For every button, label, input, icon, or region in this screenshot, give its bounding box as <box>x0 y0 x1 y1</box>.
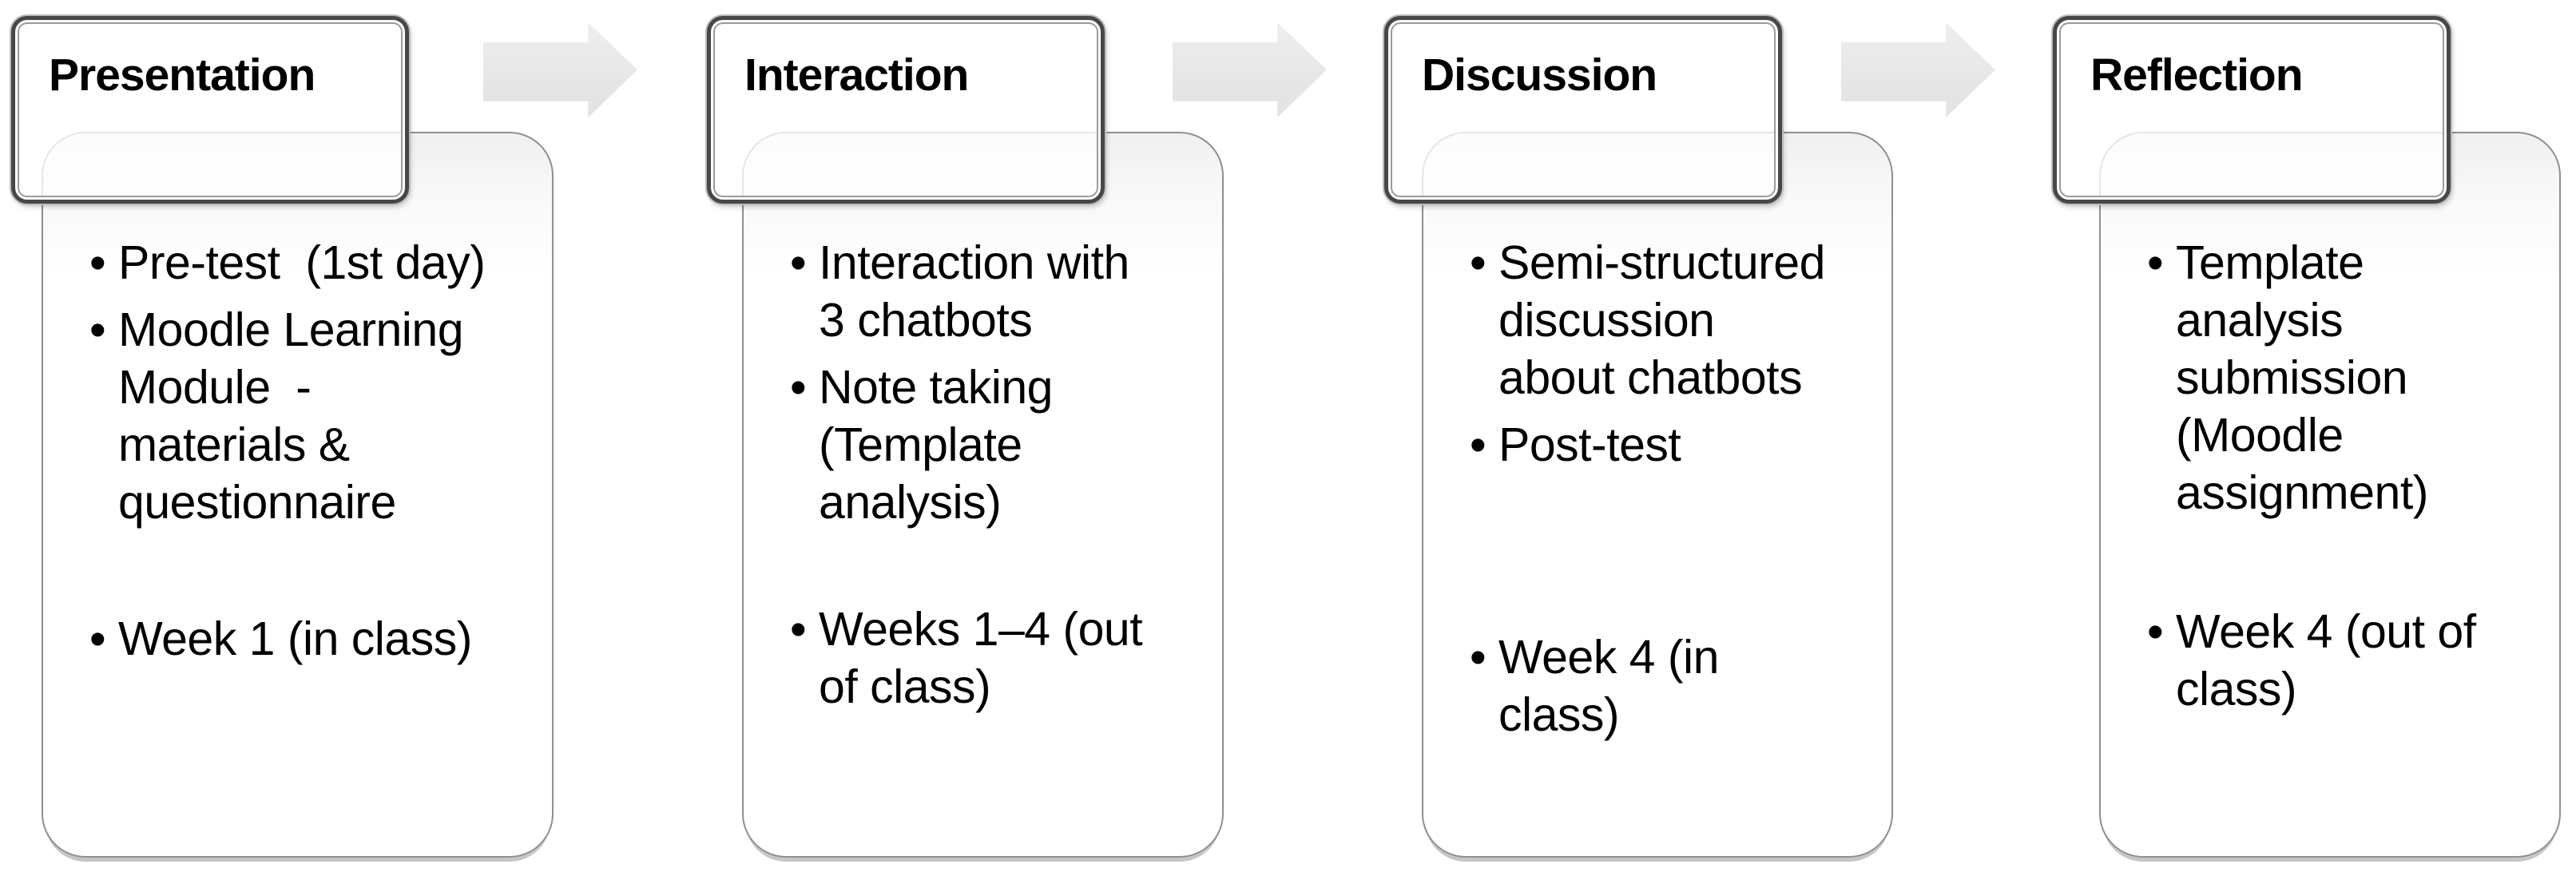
bullet-spacer <box>790 541 1203 591</box>
stage-bullet-list: Template analysis submission (Moodle ass… <box>2101 133 2559 718</box>
bullet-item: Interaction with 3 chatbots <box>790 234 1203 349</box>
stage-title: Interaction <box>744 50 969 101</box>
bullet-spacer <box>1470 483 1872 619</box>
bullet-text: Template analysis submission (Moodle ass… <box>2176 236 2428 519</box>
stage-header-tab: Discussion <box>1384 16 1782 204</box>
bullet-item: Week 1 (in class) <box>89 610 533 668</box>
flow-arrow-icon <box>1841 22 1995 117</box>
stage-title: Presentation <box>49 50 316 101</box>
bullet-text: Note taking (Template analysis) <box>819 361 1053 529</box>
bullet-text: Moodle Learning Module - materials & que… <box>118 303 464 529</box>
bullet-item: Template analysis submission (Moodle ass… <box>2147 234 2540 521</box>
stage-card: Semi-structured discussion about chatbot… <box>1422 132 1893 858</box>
bullet-text: Semi-structured discussion about chatbot… <box>1498 236 1825 404</box>
stage-card: Pre-test (1st day) Moodle Learning Module… <box>42 132 554 858</box>
bullet-spacer <box>89 541 533 601</box>
bullet-text: Week 4 (in class) <box>1498 631 1719 741</box>
bullet-text: Interaction with 3 chatbots <box>819 236 1129 347</box>
bullet-item: Note taking (Template analysis) <box>790 359 1203 531</box>
bullet-text: Week 4 (out of class) <box>2176 605 2476 715</box>
flow-arrow-icon <box>1173 22 1327 117</box>
bullet-item: Weeks 1–4 (out of class) <box>790 601 1203 715</box>
bullet-item: Semi-structured discussion about chatbot… <box>1470 234 1872 406</box>
stage-card: Interaction with 3 chatbotsNote taking (… <box>742 132 1224 858</box>
bullet-text: Post-test <box>1498 418 1681 471</box>
stage-header-tab: Presentation <box>11 16 409 204</box>
bullet-item: Post-test <box>1470 416 1872 474</box>
bullet-text: Weeks 1–4 (out of class) <box>819 603 1143 713</box>
bullet-spacer <box>2147 531 2540 593</box>
bullet-item: Week 4 (in class) <box>1470 628 1872 743</box>
stage-title: Discussion <box>1422 50 1657 101</box>
bullet-item: Pre-test (1st day) <box>89 234 533 291</box>
stage-header-tab: Interaction <box>707 16 1105 204</box>
bullet-text: Week 1 (in class) <box>118 612 472 665</box>
stage-card: Template analysis submission (Moodle ass… <box>2099 132 2561 858</box>
stage-bullet-list: Semi-structured discussion about chatbot… <box>1423 133 1891 743</box>
bullet-item: Moodle Learning Module - materials & que… <box>89 301 533 531</box>
flow-arrow-icon <box>483 22 637 117</box>
stage-bullet-list: Interaction with 3 chatbotsNote taking (… <box>744 133 1222 715</box>
bullet-text: Pre-test (1st day) <box>118 236 486 289</box>
stage-header-tab: Reflection <box>2053 16 2451 204</box>
stage-bullet-list: Pre-test (1st day) Moodle Learning Module… <box>43 133 552 668</box>
stage-title: Reflection <box>2090 50 2304 101</box>
bullet-item: Week 4 (out of class) <box>2147 603 2540 718</box>
